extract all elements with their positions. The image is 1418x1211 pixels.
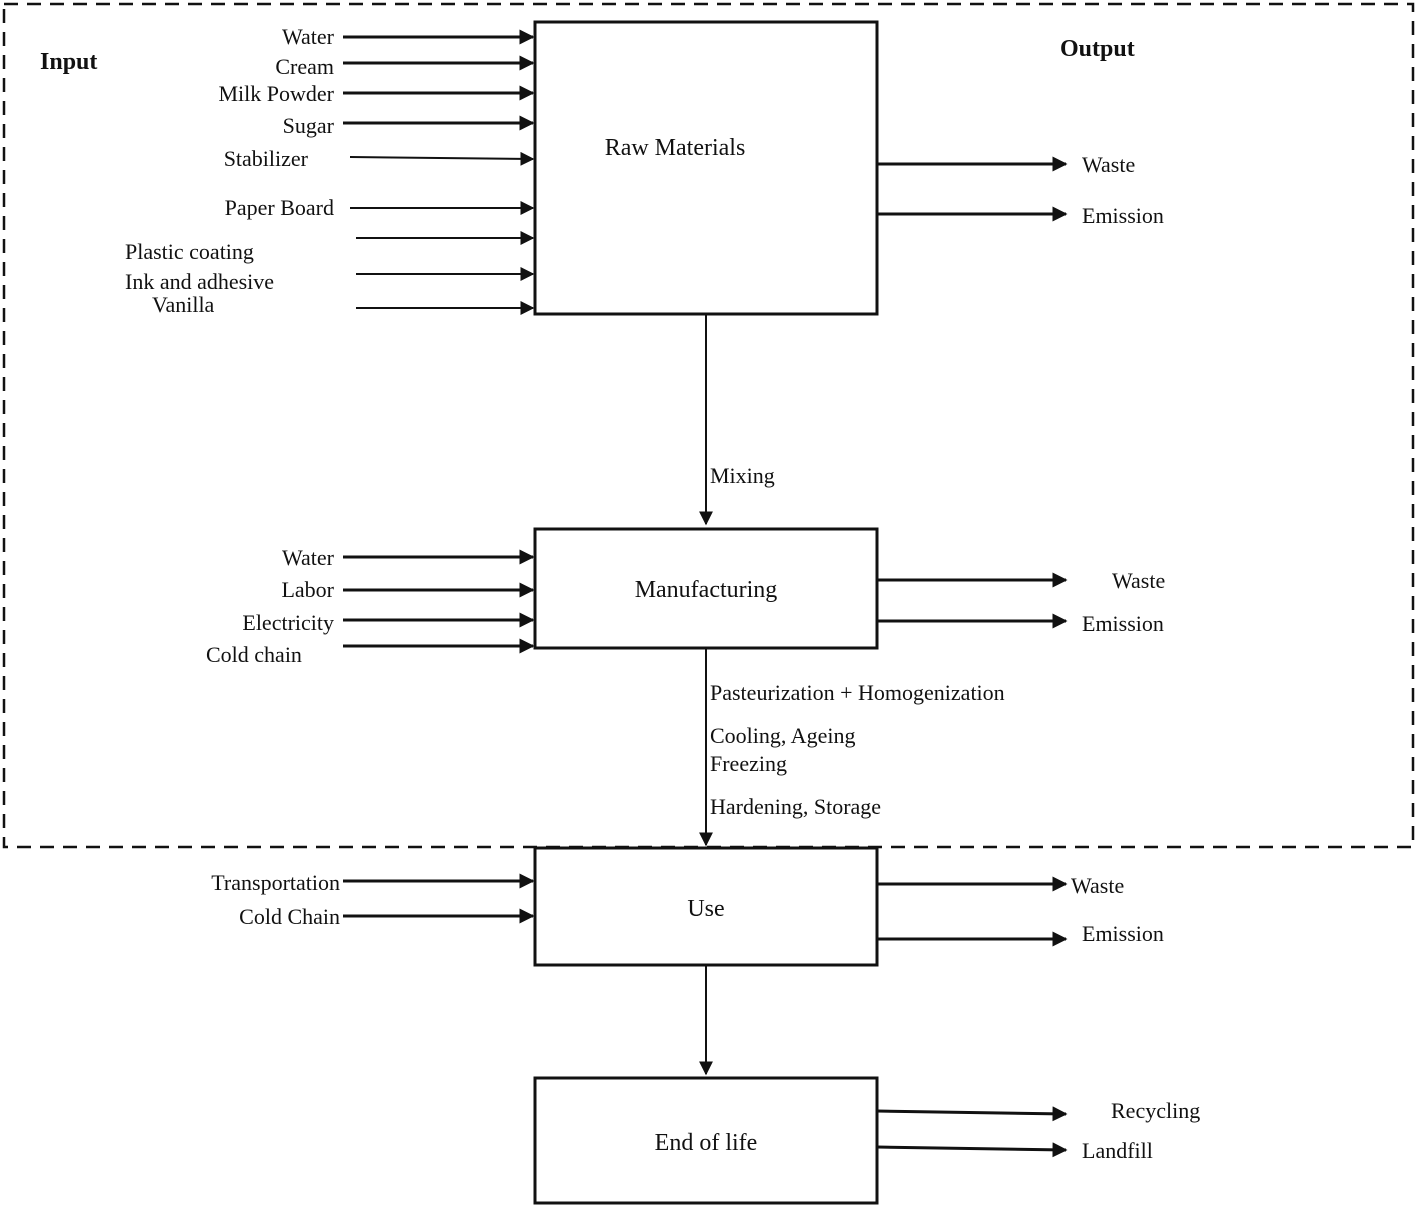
output-label-waste: Waste (1082, 152, 1135, 177)
output-label-recycling: Recycling (1111, 1098, 1200, 1123)
use-box (533, 846, 879, 967)
raw-materials-title: Raw Materials (605, 135, 746, 161)
end-of-life-title: End of life (655, 1130, 758, 1156)
output-arrow-landfill (876, 1142, 1068, 1158)
input-label-ink-adhesive: Ink and adhesive (125, 269, 274, 294)
output-label-waste-3: Waste (1071, 873, 1124, 898)
output-label-emission-2: Emission (1082, 611, 1164, 636)
input-header: Input (40, 49, 97, 75)
input-label-plastic-coating: Plastic coating (125, 239, 254, 264)
output-arrow-recycling (876, 1106, 1068, 1122)
transition-label-hardening: Hardening, Storage (710, 794, 881, 819)
transition-label-mixing: Mixing (710, 463, 775, 488)
input-arrow-stabilizer (349, 151, 535, 166)
input-label-water-2: Water (282, 545, 335, 570)
transition-label-cooling: Cooling, Ageing (710, 723, 855, 748)
output-label-waste-2: Waste (1112, 568, 1165, 593)
output-label-landfill: Landfill (1082, 1138, 1153, 1163)
input-label-stabilizer: Stabilizer (224, 146, 309, 171)
output-label-emission-3: Emission (1082, 921, 1164, 946)
stage-manufacturing: Manufacturing Water Labor Electricity Co… (206, 527, 1165, 667)
input-label-milk-powder: Milk Powder (219, 81, 335, 106)
input-label-transportation: Transportation (211, 870, 340, 895)
transition-label-freezing: Freezing (710, 751, 787, 776)
output-header: Output (1060, 36, 1135, 62)
manufacturing-title: Manufacturing (635, 577, 778, 603)
input-label-electricity: Electricity (242, 610, 334, 635)
raw-materials-box (533, 20, 879, 316)
transition-label-pasteurization: Pasteurization + Homogenization (710, 680, 1005, 705)
end-of-life-box (533, 1076, 879, 1205)
input-label-cream: Cream (275, 54, 334, 79)
input-label-vanilla: Vanilla (152, 292, 215, 317)
use-title: Use (687, 896, 724, 922)
stage-end-of-life: End of life Recycling Landfill (533, 1076, 1200, 1205)
manufacturing-box (533, 527, 879, 650)
stage-use: Use Transportation Cold Chain Waste Emis… (211, 846, 1164, 967)
input-label-cold-chain: Cold chain (206, 642, 302, 667)
input-label-paper-board: Paper Board (225, 195, 334, 220)
stage-raw-materials: Raw Materials Water Cream Milk Powder Su… (125, 20, 1164, 317)
output-label-emission: Emission (1082, 203, 1164, 228)
input-label-water: Water (282, 24, 335, 49)
input-label-cold-chain-2: Cold Chain (239, 904, 340, 929)
input-label-sugar: Sugar (283, 113, 335, 138)
input-label-labor: Labor (281, 577, 334, 602)
